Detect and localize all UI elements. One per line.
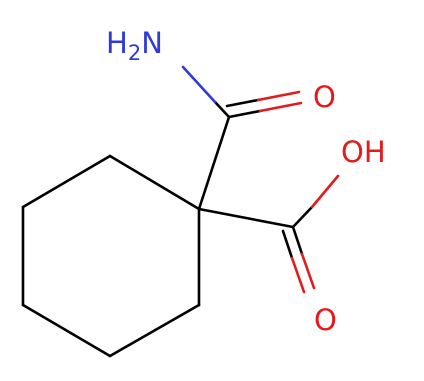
amine-hydrogen: H [106,26,128,60]
amide-double-bond-a-oxygen [258,101,303,113]
ring-bond-2 [21,154,112,209]
acid-double-bond-a [291,225,304,256]
bond-ring-to-acid-carbon [197,207,295,229]
amide-group [181,65,303,211]
carboxylic-acid-group [197,174,340,294]
bond-acid-carbon-to-hydroxyl [291,205,314,229]
amide-oxygen-label: O [313,80,336,114]
cyclohexane-ring [21,154,201,358]
acid-double-bond-a-oxygen [300,252,316,290]
amine-subscript: 2 [128,41,141,65]
bond-amide-carbon-to-nitrogen [213,100,231,119]
amide-double-bond-a [227,109,262,119]
amide-double-bond-b [225,98,260,108]
ring-bond-5 [108,303,201,358]
amide-double-bond-b-oxygen [256,90,301,102]
amine-nitrogen: N [141,26,163,60]
acid-double-bond-b-oxygen [290,256,306,294]
acid-double-bond-b [281,229,294,260]
ring-bond-1 [108,154,201,211]
bond-amide-nitrogen-segment [181,65,217,104]
bond-ring-to-amide-carbon [197,115,231,211]
hydroxyl-label: OH [341,135,386,169]
amine-label: H2N [106,26,163,65]
acid-oxygen-label: O [314,303,337,337]
bond-hydroxyl-segment [310,174,340,209]
ring-bond-4 [21,303,112,358]
